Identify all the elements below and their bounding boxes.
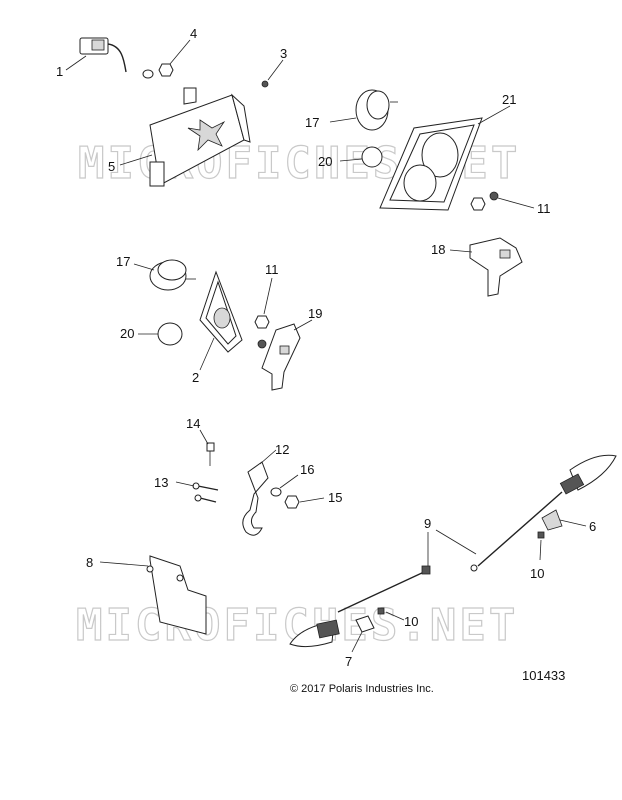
part-15-nut xyxy=(284,495,300,509)
part-19-bracket xyxy=(261,323,301,391)
part-14-bolt xyxy=(206,442,215,466)
part-21-housing xyxy=(379,117,483,211)
callout-10b: 10 xyxy=(404,614,418,629)
callout-3: 3 xyxy=(280,46,287,61)
callout-10a: 10 xyxy=(530,566,544,581)
reference-number: 101433 xyxy=(522,668,565,683)
callout-5: 5 xyxy=(108,159,115,174)
callout-21: 21 xyxy=(502,92,516,107)
callout-4: 4 xyxy=(190,26,197,41)
callout-11a: 11 xyxy=(537,201,551,216)
part-12-hook xyxy=(242,461,269,536)
part-5-bracket xyxy=(149,87,251,187)
callout-20b: 20 xyxy=(120,326,134,341)
callout-19: 19 xyxy=(308,306,322,321)
part-11-nuts-mid xyxy=(254,315,270,349)
part-6-wire-nut xyxy=(541,509,563,531)
part-11-nuts-top xyxy=(470,191,499,211)
part-3-nut xyxy=(261,80,269,88)
callout-2: 2 xyxy=(192,370,199,385)
part-2-housing xyxy=(199,270,243,353)
part-1-connector xyxy=(79,37,127,73)
part-4-washer-nut xyxy=(142,63,174,79)
part-9-turn-signals xyxy=(289,454,617,648)
callout-17a: 17 xyxy=(305,115,319,130)
callout-20a: 20 xyxy=(318,154,332,169)
callout-15: 15 xyxy=(328,490,342,505)
part-20-reflector-top xyxy=(361,146,383,168)
part-20-reflector-mid xyxy=(157,322,183,346)
callout-1: 1 xyxy=(56,64,63,79)
callout-12: 12 xyxy=(275,442,289,457)
callout-7: 7 xyxy=(345,654,352,669)
callout-11b: 11 xyxy=(265,262,279,277)
callout-6: 6 xyxy=(589,519,596,534)
part-13-screws xyxy=(192,482,219,503)
part-16-washer xyxy=(270,487,282,497)
callout-16: 16 xyxy=(300,462,314,477)
callout-13: 13 xyxy=(154,475,168,490)
callout-18: 18 xyxy=(431,242,445,257)
part-10-terminal-right xyxy=(537,531,545,539)
part-10-terminal-bottom xyxy=(377,607,385,615)
copyright: © 2017 Polaris Industries Inc. xyxy=(290,683,434,695)
part-18-bracket xyxy=(469,237,523,297)
part-17-lamp-mid xyxy=(149,259,196,291)
part-17-lamp-top xyxy=(355,89,398,131)
callout-14: 14 xyxy=(186,416,200,431)
part-8-mudflap xyxy=(146,555,207,635)
callout-17b: 17 xyxy=(116,254,130,269)
part-7-connector xyxy=(355,615,375,633)
callout-8: 8 xyxy=(86,555,93,570)
callout-9: 9 xyxy=(424,516,431,531)
